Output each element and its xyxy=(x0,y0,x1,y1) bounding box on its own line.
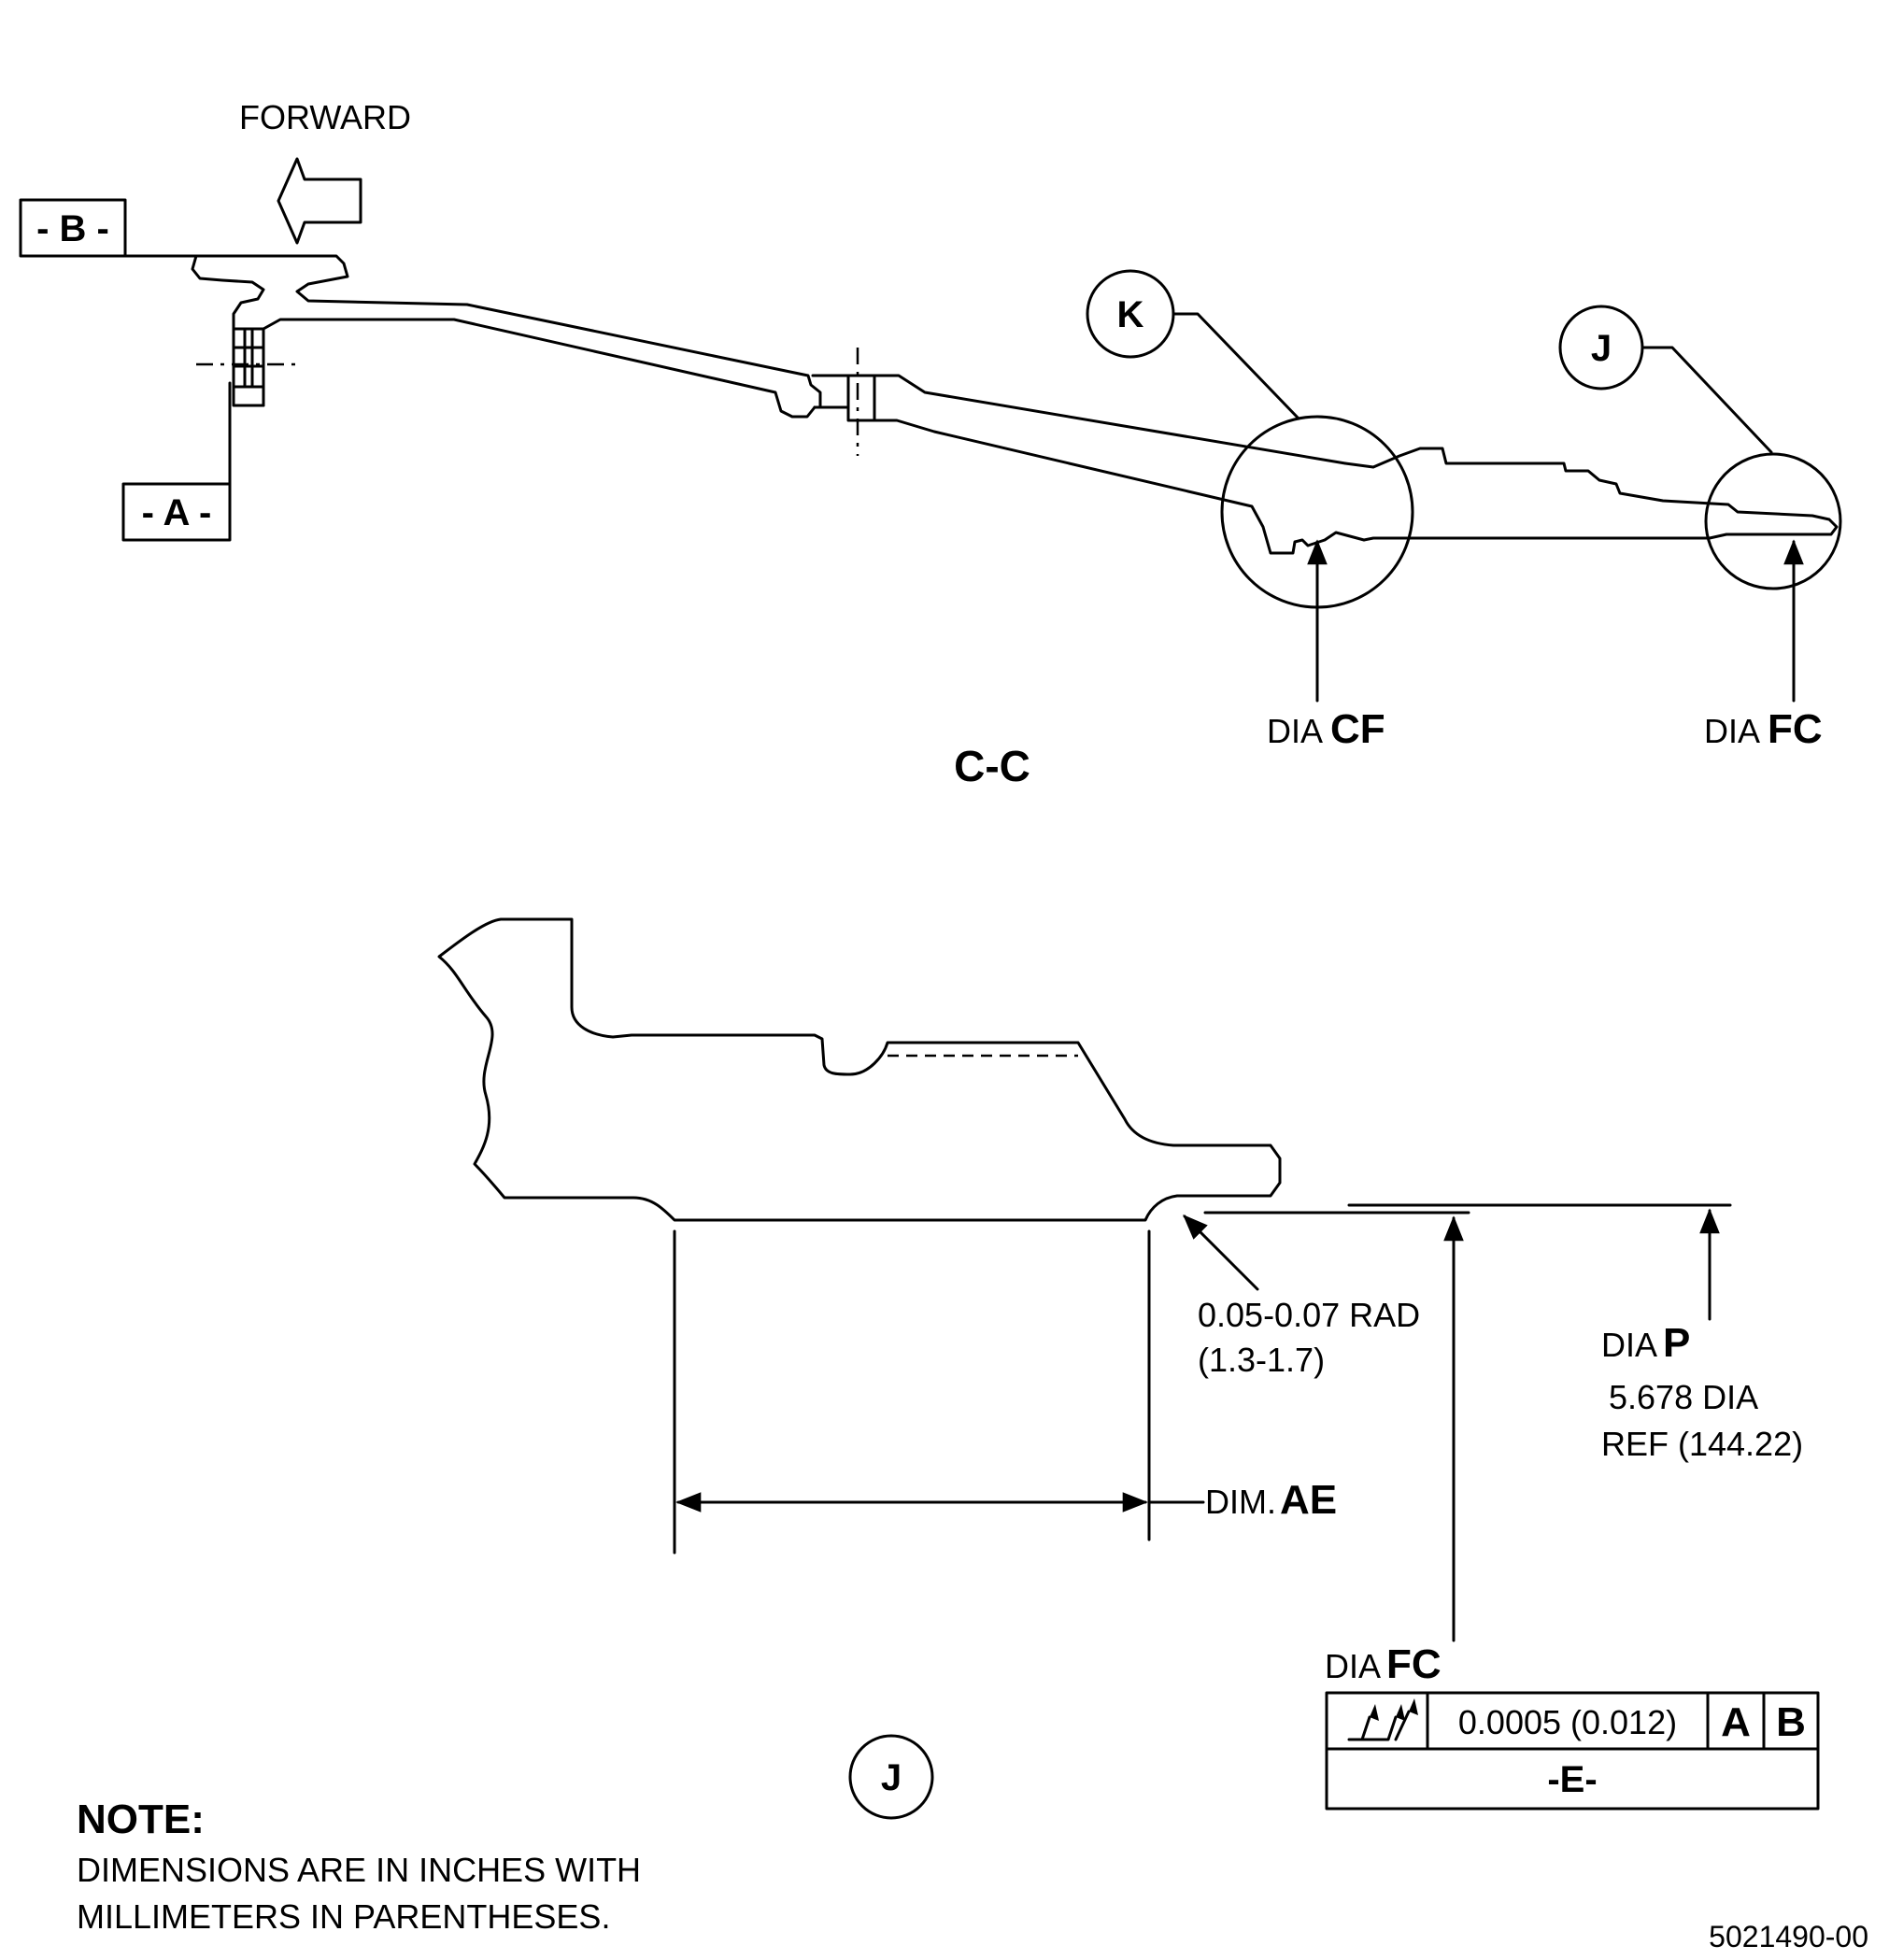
feature-control-frame: 0.0005 (0.012) A B -E- xyxy=(1325,1691,1820,1811)
datum-ref-b: B xyxy=(1776,1699,1806,1745)
dia-p-letter: P xyxy=(1663,1320,1690,1366)
detail-j-label: J xyxy=(1591,328,1612,369)
radius-callout-line2: (1.3-1.7) xyxy=(1198,1341,1325,1379)
dia-p-value: 5.678 DIA xyxy=(1609,1378,1758,1416)
radius-callout-line1: 0.05-0.07 RAD xyxy=(1198,1296,1420,1334)
section-title: C-C xyxy=(954,742,1030,790)
dia-fc-prefix: DIA xyxy=(1704,712,1760,750)
dia-fc-letter: FC xyxy=(1768,706,1823,752)
datum-ref-a: A xyxy=(1721,1699,1751,1745)
datum-b-label: - B - xyxy=(36,208,109,249)
tolerance-value: 0.0005 (0.012) xyxy=(1458,1703,1677,1741)
dia-cf-prefix: DIA xyxy=(1267,712,1323,750)
datum-b-box: - B - xyxy=(19,198,198,258)
datum-a-label: - A - xyxy=(142,492,212,533)
detail-view-j: DIM. AE 0.05-0.07 RAD (1.3-1.7) DIA P 5.… xyxy=(437,917,1820,1820)
dia-p-prefix: DIA xyxy=(1601,1326,1657,1364)
drawing-number: 5021490-00 xyxy=(1709,1920,1868,1953)
detail-k-callout: K xyxy=(1086,269,1414,609)
note-heading: NOTE: xyxy=(77,1797,205,1842)
note-line1: DIMENSIONS ARE IN INCHES WITH xyxy=(77,1851,641,1889)
detail-dia-fc-letter: FC xyxy=(1386,1641,1442,1687)
forward-label: FORWARD xyxy=(239,98,411,136)
dia-p-ref: REF (144.22) xyxy=(1601,1425,1803,1463)
dim-ae-prefix: DIM. xyxy=(1205,1483,1276,1521)
datum-e-label: -E- xyxy=(1547,1759,1597,1800)
detail-j-callout: J xyxy=(1558,305,1842,590)
detail-view-label: J xyxy=(881,1757,902,1798)
total-runout-icon xyxy=(1347,1698,1418,1741)
dim-ae-letter: AE xyxy=(1280,1477,1337,1523)
datum-a-box: - A - xyxy=(121,381,232,542)
part-profile xyxy=(191,254,1839,555)
detail-k-label: K xyxy=(1117,294,1144,335)
detail-dia-fc-prefix: DIA xyxy=(1325,1647,1381,1685)
detail-part-outline xyxy=(437,917,1282,1222)
note-block: NOTE: DIMENSIONS ARE IN INCHES WITH MILL… xyxy=(77,1797,641,1936)
forward-arrow-icon xyxy=(277,157,362,245)
note-line2: MILLIMETERS IN PARENTHESES. xyxy=(77,1897,610,1936)
section-view-cc: FORWARD - B - - A - xyxy=(19,98,1842,790)
dia-cf-letter: CF xyxy=(1330,706,1385,752)
